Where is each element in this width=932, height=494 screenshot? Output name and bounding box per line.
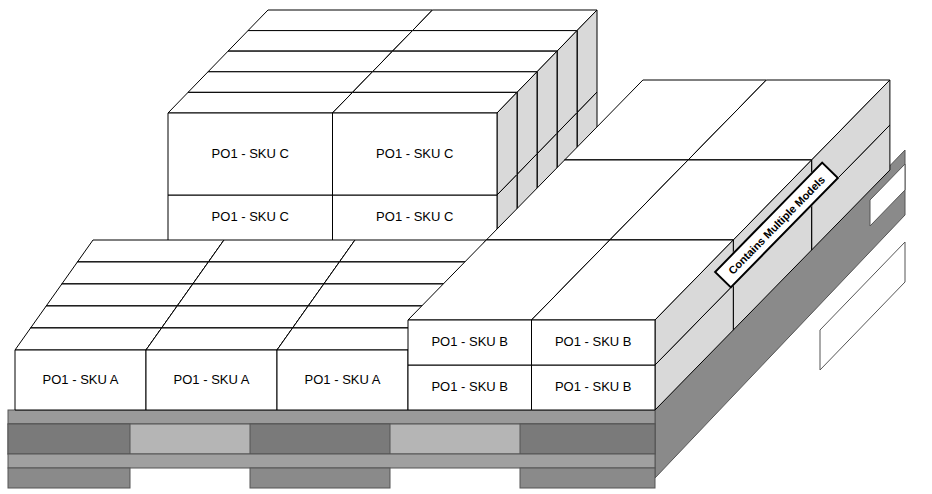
carton-top	[373, 51, 558, 72]
carton-top	[413, 10, 598, 31]
carton-front	[532, 320, 656, 365]
carton-top	[46, 284, 193, 306]
carton-side	[557, 31, 577, 134]
pallet-foot	[8, 468, 130, 488]
carton-top	[193, 262, 340, 284]
carton-top	[15, 328, 162, 350]
pallet-foot	[520, 468, 655, 488]
carton-front	[408, 365, 532, 410]
carton-face: PO1 - SKU C	[333, 113, 498, 195]
pallet-block	[520, 424, 655, 454]
carton-side	[655, 240, 733, 365]
pallet-opening	[820, 242, 905, 370]
carton-top	[168, 92, 353, 113]
pallet-deck	[8, 410, 655, 424]
carton-face: PO1 - SKU A	[146, 350, 277, 410]
carton-stacks	[15, 10, 890, 410]
pallet-block	[250, 424, 390, 454]
carton-top	[339, 240, 486, 262]
warning-placard: Contains Multiple Models	[713, 161, 839, 289]
carton-face: PO1 - SKU C	[168, 197, 333, 237]
carton-top	[333, 92, 518, 113]
carton-top	[228, 31, 413, 52]
carton-face: PO1 - SKU B	[408, 365, 532, 410]
carton-top	[248, 10, 433, 31]
carton-top	[77, 240, 224, 262]
node-text: PO1 - SKU C	[376, 147, 453, 161]
node-text: PO1 - SKU B	[555, 335, 632, 349]
carton-front	[408, 320, 532, 365]
carton-front	[333, 113, 498, 195]
carton-side	[517, 72, 537, 175]
carton-face: PO1 - SKU B	[408, 320, 532, 365]
carton-top	[62, 262, 209, 284]
pallet-stringer	[8, 424, 655, 454]
node-text: PO1 - SKU A	[174, 373, 250, 387]
carton-face: PO1 - SKU A	[15, 350, 146, 410]
carton-top	[208, 240, 355, 262]
carton-front	[15, 350, 146, 410]
carton-top	[177, 284, 324, 306]
carton-front	[532, 365, 656, 410]
carton-front	[277, 350, 408, 410]
carton-top	[31, 306, 178, 328]
carton-top	[188, 72, 373, 93]
carton-top	[277, 328, 424, 350]
carton-face: PO1 - SKU C	[168, 113, 333, 195]
node-text: PO1 - SKU C	[212, 210, 289, 224]
node-text: Contains Multiple Models	[725, 173, 826, 276]
node-text: PO1 - SKU A	[43, 373, 119, 387]
carton-front	[146, 350, 277, 410]
carton-top	[208, 51, 393, 72]
carton-side	[577, 10, 597, 113]
carton-front	[168, 113, 333, 195]
node-text: PO1 - SKU B	[431, 380, 508, 394]
node-text: PO1 - SKU B	[555, 380, 632, 394]
carton-side	[537, 51, 557, 154]
carton-face: PO1 - SKU B	[532, 365, 656, 410]
pallet-foot	[250, 468, 390, 488]
carton-face: PO1 - SKU A	[277, 350, 408, 410]
carton-top	[353, 72, 538, 93]
carton-top	[393, 31, 578, 52]
carton-top	[146, 328, 293, 350]
node-text: PO1 - SKU A	[305, 373, 381, 387]
carton-side	[497, 92, 517, 195]
node-text: PO1 - SKU C	[212, 147, 289, 161]
pallet-bottom-board	[8, 454, 655, 468]
pallet-block	[8, 424, 130, 454]
carton-face: PO1 - SKU C	[333, 197, 498, 237]
carton-face: PO1 - SKU B	[532, 320, 656, 365]
node-text: PO1 - SKU C	[376, 210, 453, 224]
node-text: PO1 - SKU B	[431, 335, 508, 349]
carton-top	[162, 306, 309, 328]
